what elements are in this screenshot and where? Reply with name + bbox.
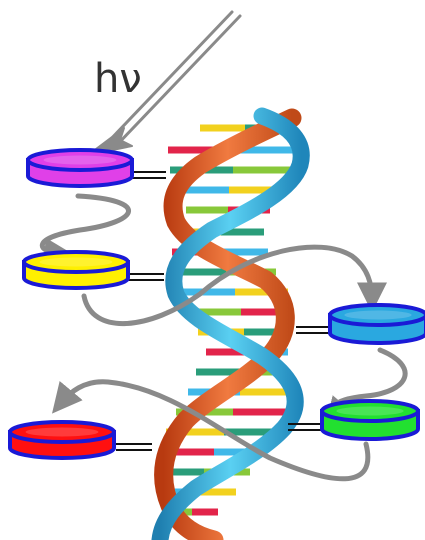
photon-label: hν bbox=[94, 56, 142, 102]
tether-magenta bbox=[132, 172, 166, 178]
dye-disk-green bbox=[322, 401, 418, 439]
dye-disk-yellow bbox=[24, 252, 128, 288]
tether-red bbox=[116, 444, 152, 450]
dye-disk-cyan bbox=[330, 305, 425, 343]
arrow-magenta-to-yellow bbox=[42, 196, 128, 254]
dye-disk-red bbox=[10, 422, 114, 458]
tether-cyan bbox=[296, 327, 330, 333]
helix-strands bbox=[160, 116, 301, 540]
tether-yellow bbox=[128, 274, 164, 280]
dye-disk-magenta bbox=[28, 150, 132, 186]
